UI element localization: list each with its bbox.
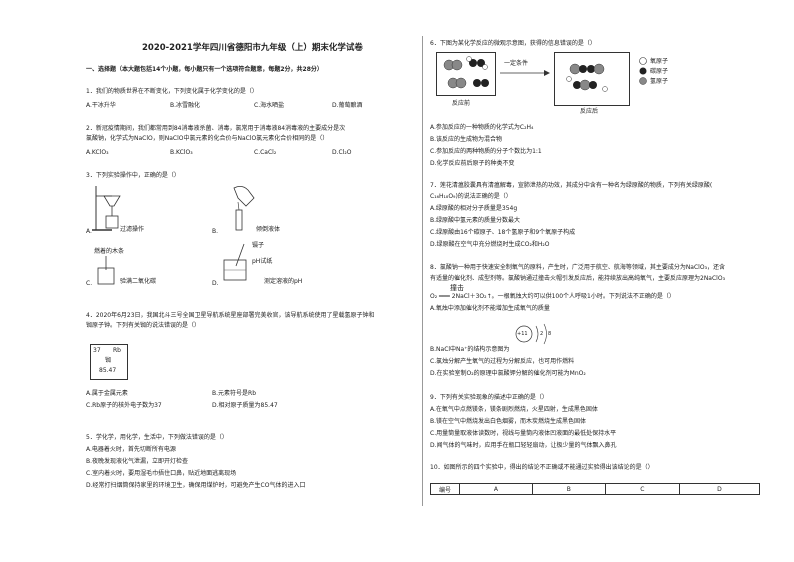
element-mass: 85.47 [99,367,117,374]
table-header-cell: A [459,483,533,495]
q10-table: 编号 A B C D [430,483,761,495]
q5-option-c: C.室内着火时，要用湿毛巾捂住口鼻，贴近地面逃离现场 [86,470,237,477]
q3-label-c: C. [86,280,93,287]
q8-line3: O₂ ═══ 2NaCl＋3O₂↑。一根氧烛大约可以供100个人呼吸1小时。下列… [430,293,675,300]
reaction-before-box [436,52,496,96]
q8-option-d: D.在实验室制O₂的原理中氯酸钾分解的催化剂可能为MnO₂ [430,370,586,377]
q7-option-a: A.绿原酸的相对分子质量是354g [430,205,518,212]
q1-option-c: C.海水晒盐 [254,102,285,109]
q6-option-c: C.参加反应的两种物质的分子个数比为1:1 [430,148,542,155]
q10-stem: 10．如图所示的四个实验中，得出的结论不正确或不能通过实验得出该结论的是（） [430,464,654,471]
ph-test-figure [223,243,247,281]
q9-option-d: D.闻气体的气味时，应用手在瓶口轻轻扇动，让极少量的气体飘入鼻孔 [430,442,617,449]
section-heading: 一、选择题（本大题包括14个小题，每小题只有一个选项符合题意，每题2分，共28分… [86,66,323,73]
burning-stick-label: 燃着的木条 [94,248,125,255]
q4-line1: 4．2020年6月23日，我国北斗三号全国卫星导航系统星座部署完美收官，该导航系… [86,312,375,319]
q1-option-a: A.干冰升华 [86,102,116,109]
legend-oxygen: 氧原子 [650,58,669,65]
molecules-before [443,56,489,89]
q8-line1: 8．氯酸钠一种用于快速安全制氧气的原料，产生时，广泛用于航空、航海等领域，其主要… [430,264,725,271]
q7-line2: C₁₆H₁₈O₉)的说法正确的是（） [430,193,512,200]
tweezer-label: 镊子 [252,242,265,249]
reaction-after-label: 反应后 [580,108,599,115]
q4-option-c: C.Rb原子的核外电子数为37 [86,402,162,409]
reaction-before-label: 反应前 [452,100,471,107]
q1-option-d: D.葡萄酿酒 [332,102,363,109]
q8-option-c: C.氯烛分解产生氧气的过程为分解反应，也可用作燃料 [430,358,575,365]
q6-stem: 6．下图为某化学反应的微观示意图，获得的信息错误的是（） [430,40,596,47]
q8-option-b: B.NaCl中Na⁺的结构示意图为 [430,346,510,353]
q8-line2: 有适量的催化剂、成型剂等。氯酸钠通过撞击火帽引发反应后，能持续放出高纯氧气，主要… [430,275,725,282]
table-row: 编号 A B C D [430,483,761,495]
q7-option-c: C.绿原酸由16个碳原子、18个氢原子和9个氧原子构成 [430,229,576,236]
q2-option-a: A.KClO₃ [86,149,109,156]
sodium-ion-diagram [515,323,547,345]
strike-condition: 撞击 [450,284,464,292]
q7-option-b: B.绿原酸中氢元素的质量分数最大 [430,217,521,224]
q4-option-b: B.元素符号是Rb [212,390,257,397]
q5-stem: 5．学化学，用化学，生活中，下列做法错误的是（） [86,434,228,441]
q5-option-b: B.夜晚发现液化气泄漏，立即开灯检查 [86,458,189,465]
legend-hydrogen: 氢原子 [650,78,669,85]
ph-paper-label: pH试纸 [252,258,273,265]
q8-option-a: A.氧烛中添加催化剂不能增加生成氧气的质量 [430,305,550,312]
q6-option-d: D.化学反应前后原子的种类不变 [430,160,515,167]
q3-caption-c: 验满二氧化碳 [120,278,157,285]
ion-shell-2: 8 [548,331,552,337]
atom-legend-icons [639,57,647,85]
q3-stem: 3．下列实验操作中，正确的是（） [86,172,180,179]
q2-option-d: D.Cl₂O [332,149,352,156]
q2-line1: 2．新冠疫情期间，我们都常用到84消毒液杀菌、消毒，氯常用于消毒液84消毒液的主… [86,125,346,132]
q7-line1: 7．莲花清瘟胶囊具有清瘟解毒，宣肺泄热的功效，其成分中含有一种名为绿原酸的物质，… [430,182,713,189]
q9-option-c: C.用量筒量取液体读数时，视线与量筒内液体凹液面的最低处保持水平 [430,430,617,437]
q6-option-a: A.参加反应的一种物质的化学式为C₂H₄ [430,124,534,131]
q3-label-d: D. [212,280,219,287]
pouring-liquid-figure [233,186,255,231]
q4-line2: 铷原子钟。下列有关铷的说法错误的是（） [86,322,201,329]
element-name: 铷 [105,357,112,364]
column-divider [422,36,423,506]
q9-option-b: B.镁在空气中燃烧发出白色烟雾，而木炭燃烧生成黑色固体 [430,418,587,425]
q6-option-b: B.该反应的生成物为混合物 [430,136,503,143]
co2-test-figure [97,256,115,285]
reaction-condition: 一定条件 [504,60,529,67]
q3-caption-b: 倾倒液体 [256,226,281,233]
q9-option-a: A.在氧气中点燃镁条，镁条剧烈燃烧，火星四射，生成黑色固体 [430,406,598,413]
ion-shell-1: 2 [540,331,544,337]
periodic-element-cell: 37 Rb 铷 85.47 [90,344,128,380]
q3-caption-d: 测定溶液的pH [264,278,303,285]
page-title: 2020-2021学年四川省德阳市九年级（上）期末化学试卷 [142,43,363,53]
q4-option-d: D.相对原子质量为85.47 [212,402,278,409]
q7-option-d: D.绿原酸在空气中充分燃烧时生成CO₂和H₂O [430,241,550,248]
table-header-cell: B [531,483,606,495]
table-header-cell: D [678,483,761,495]
reaction-arrow [500,70,550,76]
q2-option-b: B.KClO₃ [170,149,193,156]
q1-stem: 1．我们的物质世界在不断变化，下列变化属于化学变化的是（） [86,88,258,95]
reaction-after-box [554,52,630,106]
element-symbol: Rb [113,347,121,354]
left-column: 2020-2021学年四川省德阳市九年级（上）期末化学试卷 一、选择题（本大题包… [86,0,416,562]
q2-option-c: C.CaCl₂ [254,149,277,156]
legend-carbon: 碳原子 [650,68,669,75]
q5-option-a: A.电器着火时，首先切断所有电源 [86,446,176,453]
right-column: 6．下图为某化学反应的微观示意图，获得的信息错误的是（） 一定条件 [430,0,761,562]
filtration-apparatus-figure [92,186,121,231]
molecules-after [566,63,608,92]
table-header-cell: 编号 [430,483,460,495]
q4-option-a: A.属于金属元素 [86,390,128,397]
q9-stem: 9．下列有关实验现象的描述中正确的是（） [430,394,548,401]
q3-caption-a: 过滤操作 [120,226,145,233]
q3-label-b: B. [212,228,219,235]
element-number: 37 [93,347,101,354]
q1-option-b: B.冰雪融化 [170,102,201,109]
q5-option-d: D.经常打扫烟筒保持家里的环境卫生，确保用煤炉时，可避免产生CO气体的进入口 [86,482,306,489]
ion-nucleus: +11 [517,331,528,337]
q3-label-a: A. [86,228,92,235]
q2-line2: 氯酸钠，化学式为NaClO，则NaClO中氯元素的化合价与NaClO氯元素化合价… [86,135,329,142]
table-header-cell: C [604,483,680,495]
